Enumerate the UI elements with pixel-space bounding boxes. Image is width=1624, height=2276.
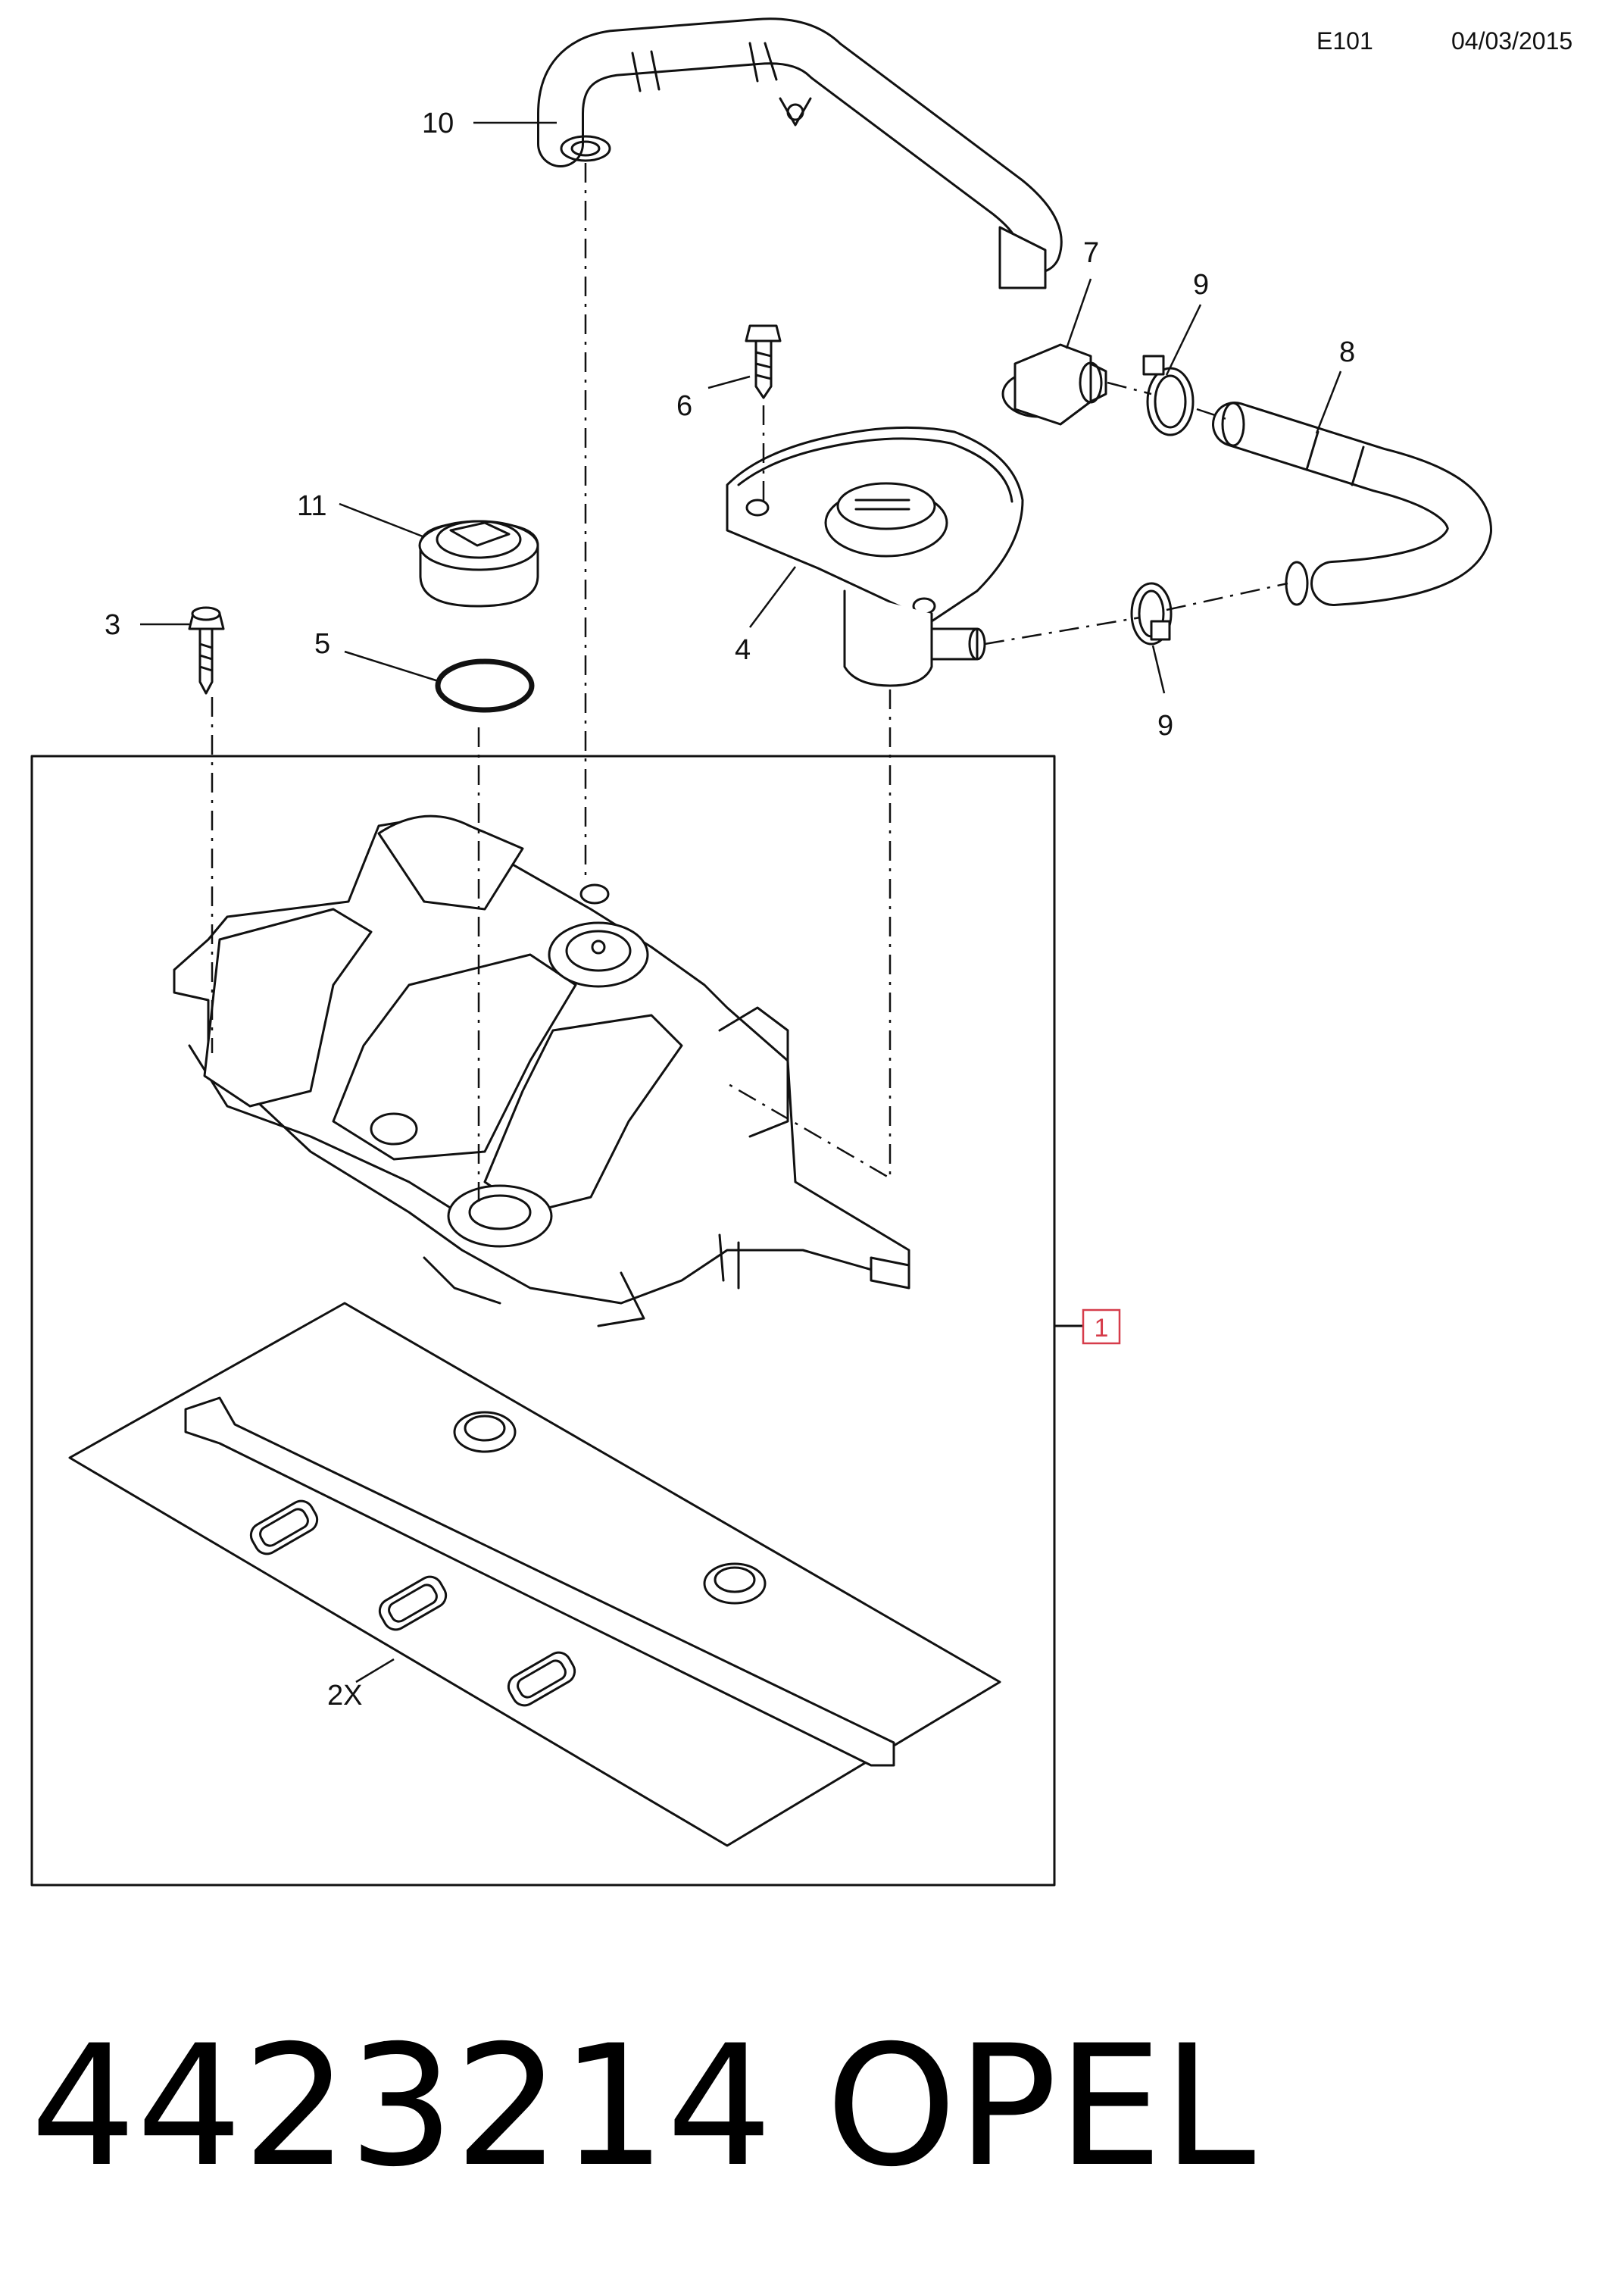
part-7-valve-fitting[interactable] (1001, 343, 1107, 426)
callout-11: 11 (297, 490, 326, 522)
part-5-o-ring[interactable] (435, 658, 535, 713)
part-10-breather-hose[interactable] (537, 17, 1063, 289)
part-8-breather-hose[interactable] (1212, 402, 1492, 606)
diagram-code: E101 (1316, 27, 1373, 55)
callout-leaders (140, 121, 1342, 1684)
callout-3: 3 (105, 609, 120, 641)
callout-9-upper: 9 (1193, 269, 1209, 301)
part-11-oil-filler-cap[interactable] (418, 520, 539, 608)
callout-2x: 2X (327, 1680, 362, 1712)
callout-1: 1 (1095, 1314, 1109, 1343)
callout-7: 7 (1083, 237, 1099, 269)
part-number: 4423214 (30, 2009, 773, 2203)
callout-6: 6 (676, 390, 692, 422)
part-6-screw[interactable] (745, 324, 782, 399)
callout-9-lower: 9 (1157, 710, 1173, 742)
kit-1-frame (30, 755, 1056, 1887)
callout-5: 5 (314, 628, 330, 660)
part-1-cylinder-head-cover[interactable] (173, 814, 910, 1327)
brand-name: OPEL (826, 2009, 1256, 2203)
callout-10: 10 (422, 108, 454, 139)
part-9-hose-clamp-lower[interactable] (1130, 582, 1173, 646)
callout-4: 4 (735, 634, 751, 666)
diagram-date: 04/03/2015 (1451, 27, 1573, 55)
callout-8: 8 (1339, 336, 1355, 368)
callout-1-kit-box[interactable]: 1 (1082, 1308, 1121, 1345)
part-1-gasket-set[interactable] (68, 1302, 1001, 1847)
assembly-lines (211, 163, 1288, 1205)
part-4-oil-separator[interactable] (726, 426, 1024, 687)
part-3-bolt[interactable] (188, 606, 225, 695)
part-9-hose-clamp-upper[interactable] (1142, 355, 1195, 436)
